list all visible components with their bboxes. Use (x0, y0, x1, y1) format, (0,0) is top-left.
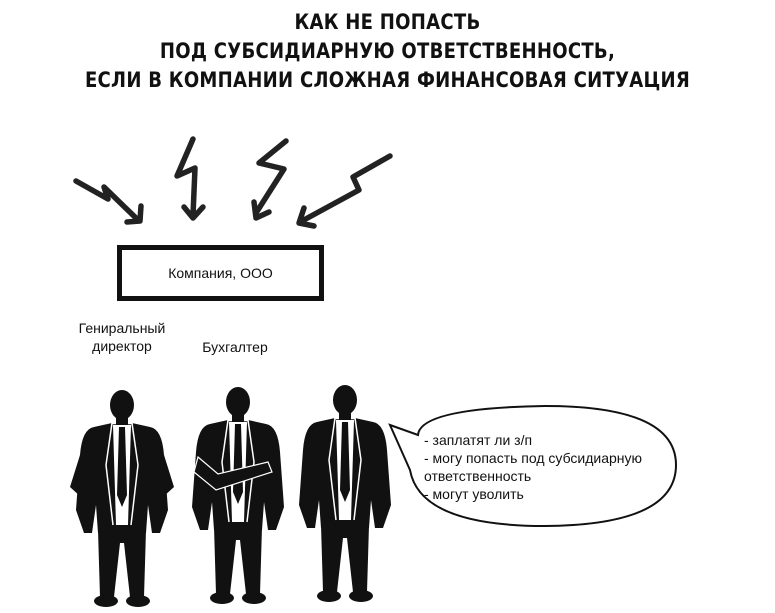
speech-text: - заплатят ли з/п - могу попасть под суб… (424, 431, 674, 503)
speech-line-2: - могу попасть под субсидиарную (424, 449, 674, 467)
speech-line-3: ответственность (424, 467, 674, 485)
speech-line-4: - могут уволить (424, 485, 674, 503)
speech-line-1: - заплатят ли з/п (424, 431, 674, 449)
